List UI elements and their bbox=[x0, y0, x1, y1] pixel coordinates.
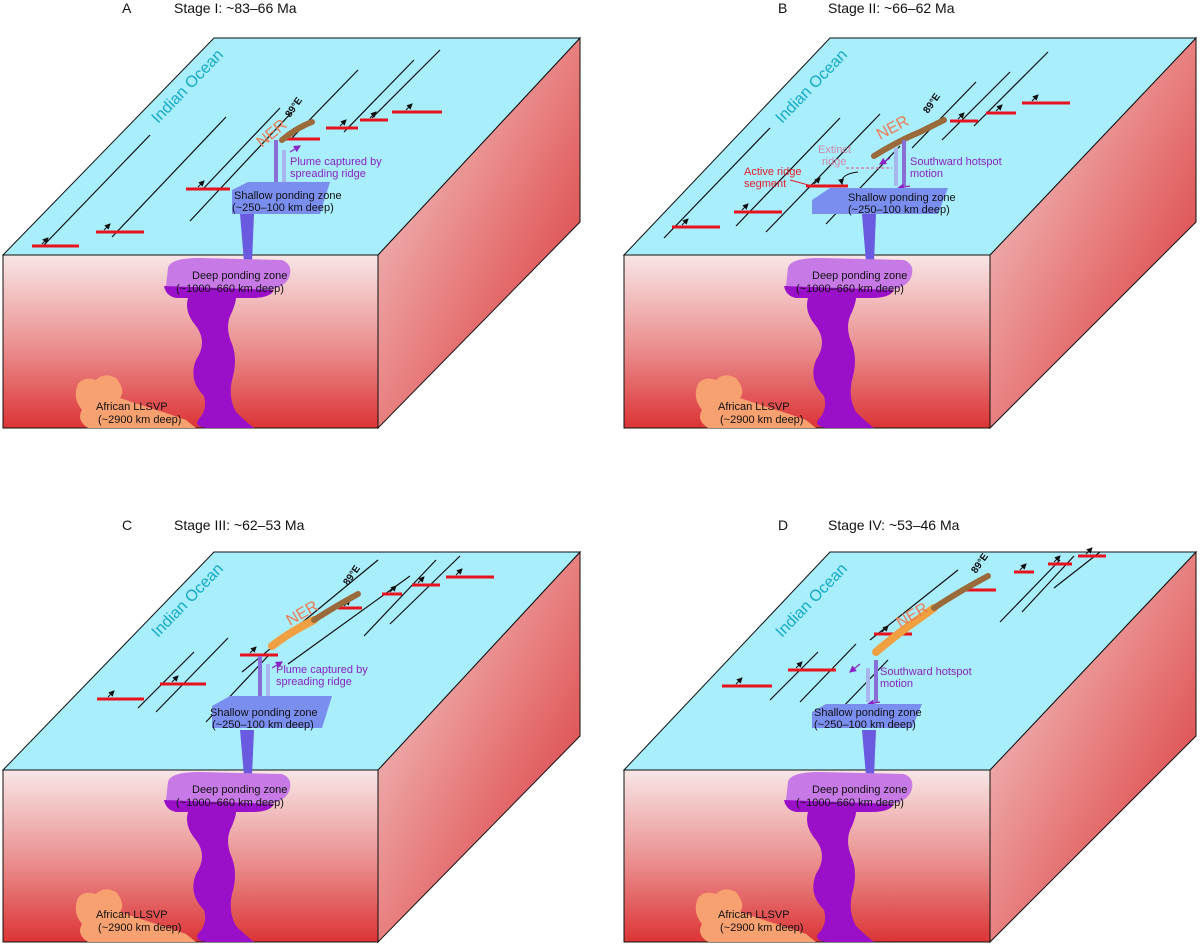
shallow-zone-label-1: Shallow ponding zone bbox=[234, 190, 342, 202]
spreading-ridge-segments bbox=[672, 101, 1070, 229]
flow-arrow bbox=[896, 183, 911, 191]
spreading-arrows bbox=[681, 94, 1039, 226]
panel-d: D Stage IV: ~53–46 Ma Indian Ocean bbox=[622, 517, 1198, 944]
panel-letter: B bbox=[778, 0, 787, 16]
llsvp-label-1: African LLSVP bbox=[718, 401, 790, 413]
stage-title: Stage IV: ~53–46 Ma bbox=[828, 517, 960, 533]
llsvp bbox=[75, 375, 196, 428]
deep-zone-label-1: Deep ponding zone bbox=[192, 784, 287, 796]
motion-arrow bbox=[849, 663, 861, 673]
shallow-zone-label-2: (~250–100 km deep) bbox=[232, 202, 334, 214]
deep-ponding-underside bbox=[784, 286, 894, 298]
deep-zone-label-2: (~1000–660 km deep) bbox=[796, 283, 904, 295]
stage-title: Stage I: ~83–66 Ma bbox=[174, 0, 297, 16]
active-ridge-label-1: Active ridge bbox=[744, 166, 801, 178]
motion-label-line1: Plume captured by bbox=[290, 156, 382, 168]
shallow-zone-label-2: (~250–100 km deep) bbox=[814, 719, 916, 731]
plume-conduits bbox=[258, 656, 270, 700]
panel-letter: D bbox=[778, 517, 788, 533]
plume-conduits bbox=[894, 140, 906, 186]
ridge-jump-arrow bbox=[838, 171, 859, 185]
motion-arrow bbox=[878, 157, 891, 165]
ner-track bbox=[931, 573, 991, 611]
active-ridge-pointer bbox=[789, 179, 813, 187]
llsvp bbox=[75, 889, 196, 942]
ner-track-young bbox=[872, 604, 938, 656]
motion-arrow bbox=[289, 145, 302, 153]
ner-track bbox=[871, 117, 947, 159]
spreading-ridge-segments bbox=[97, 575, 494, 701]
ner-track bbox=[279, 119, 315, 143]
llsvp-label-2: (~2900 km deep) bbox=[98, 414, 181, 426]
ner-track-young bbox=[268, 616, 318, 650]
deep-ponding-zone bbox=[166, 258, 291, 294]
spreading-arrows bbox=[41, 103, 413, 245]
motion-arrow bbox=[271, 661, 284, 669]
deep-ponding-zone bbox=[166, 772, 291, 808]
upper-plume-stem bbox=[240, 730, 254, 776]
shallow-zone-label-1: Shallow ponding zone bbox=[814, 707, 922, 719]
lower-plume bbox=[807, 298, 874, 428]
spreading-ridge-segments bbox=[32, 110, 442, 248]
shallow-zone-label-1: Shallow ponding zone bbox=[848, 192, 956, 204]
deep-ponding-underside bbox=[164, 286, 274, 298]
shallow-zone-label-1: Shallow ponding zone bbox=[210, 707, 318, 719]
lower-plume bbox=[187, 298, 254, 428]
upper-plume-stem bbox=[862, 214, 876, 262]
motion-label-line2: spreading ridge bbox=[290, 168, 366, 180]
panel-b: B Stage II: ~66–62 Ma Indian Ocean bbox=[622, 0, 1198, 430]
motion-label-line1: Southward hotspot bbox=[880, 666, 972, 678]
shallow-ponding-zone bbox=[812, 188, 948, 214]
spreading-arrows bbox=[735, 547, 1093, 685]
deep-zone-label-2: (~1000–660 km deep) bbox=[796, 797, 904, 809]
motion-label-line1: Plume captured by bbox=[276, 664, 368, 676]
llsvp-label-2: (~2900 km deep) bbox=[720, 414, 803, 426]
llsvp-label-1: African LLSVP bbox=[718, 909, 790, 921]
llsvp-label-1: African LLSVP bbox=[96, 401, 168, 413]
deep-ponding-zone bbox=[786, 772, 913, 808]
plume-conduits bbox=[274, 140, 286, 186]
motion-label-line2: spreading ridge bbox=[276, 676, 352, 688]
lower-plume bbox=[187, 812, 254, 942]
stage-title: Stage III: ~62–53 Ma bbox=[174, 517, 305, 533]
llsvp-label-1: African LLSVP bbox=[96, 909, 168, 921]
lower-plume bbox=[807, 812, 874, 942]
panel-c: C Stage III: ~62–53 Ma Indian Ocean bbox=[1, 517, 582, 944]
panel-letter: A bbox=[122, 0, 132, 16]
upper-plume-stem bbox=[862, 730, 876, 776]
panel-letter: C bbox=[122, 517, 132, 533]
llsvp bbox=[695, 889, 816, 942]
shallow-ponding-zone bbox=[212, 696, 332, 728]
deep-zone-label-1: Deep ponding zone bbox=[812, 270, 907, 282]
active-ridge-label-2: segment bbox=[744, 178, 786, 190]
shallow-ponding-zone bbox=[232, 182, 330, 214]
motion-label-line2: motion bbox=[880, 678, 913, 690]
motion-label-line1: Southward hotspot bbox=[910, 156, 1002, 168]
plume-conduits bbox=[866, 660, 878, 702]
deep-zone-label-1: Deep ponding zone bbox=[192, 270, 287, 282]
ner-track bbox=[311, 591, 361, 623]
extinct-ridge-label-1: Extinct bbox=[818, 144, 851, 156]
llsvp-label-2: (~2900 km deep) bbox=[98, 922, 181, 934]
deep-ponding-underside bbox=[164, 800, 274, 812]
deep-zone-label-1: Deep ponding zone bbox=[812, 784, 907, 796]
llsvp-label-2: (~2900 km deep) bbox=[720, 922, 803, 934]
deep-zone-label-2: (~1000–660 km deep) bbox=[176, 283, 284, 295]
panel-a: A Stage I: ~83–66 Ma Indian Ocean bbox=[1, 0, 582, 430]
shallow-ponding-zone bbox=[812, 704, 922, 728]
deep-ponding-underside bbox=[784, 800, 894, 812]
stage-title: Stage II: ~66–62 Ma bbox=[828, 0, 955, 16]
shallow-zone-label-2: (~250–100 km deep) bbox=[848, 204, 950, 216]
extinct-ridge-label-2: ridge bbox=[822, 156, 846, 168]
llsvp bbox=[695, 375, 816, 428]
motion-label-line2: motion bbox=[910, 168, 943, 180]
deep-ponding-zone bbox=[786, 258, 913, 294]
upper-plume-stem bbox=[240, 214, 254, 262]
deep-zone-label-2: (~1000–660 km deep) bbox=[176, 797, 284, 809]
shallow-zone-label-2: (~250–100 km deep) bbox=[212, 719, 314, 731]
flow-arrow bbox=[866, 699, 881, 707]
